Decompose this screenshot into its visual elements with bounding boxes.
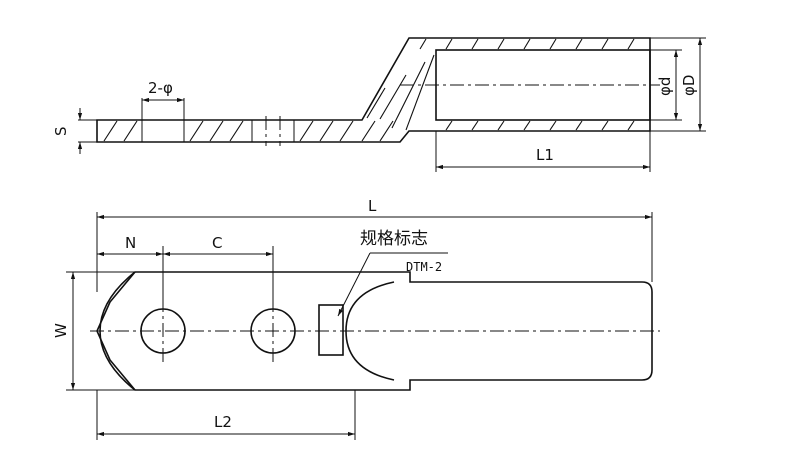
- plan-view: 规格标志 DTM-2 L N C W L2: [52, 197, 660, 440]
- l1-label: L1: [536, 146, 554, 164]
- palm-hatching: [103, 54, 435, 142]
- hole-gap-1: [142, 121, 184, 141]
- outer-diameter-label: φD: [680, 75, 698, 96]
- barrel-hatching: [419, 38, 635, 131]
- hole-gap-2: [252, 121, 294, 141]
- w-label: W: [52, 323, 70, 338]
- lug-outline: [96, 271, 653, 391]
- n-label: N: [125, 234, 136, 252]
- marking-code-label: DTM-2: [406, 260, 442, 274]
- inner-diameter-label: φd: [656, 77, 674, 96]
- total-length-label: L: [368, 197, 377, 215]
- c-label: C: [212, 234, 222, 252]
- side-section-view: 2-φ S φd φD L1: [52, 37, 706, 172]
- l2-label: L2: [214, 413, 232, 431]
- marking-box: [318, 304, 344, 356]
- s-label: S: [52, 126, 70, 136]
- hole-label: 2-φ: [148, 79, 173, 97]
- marking-cn-label: 规格标志: [360, 229, 428, 249]
